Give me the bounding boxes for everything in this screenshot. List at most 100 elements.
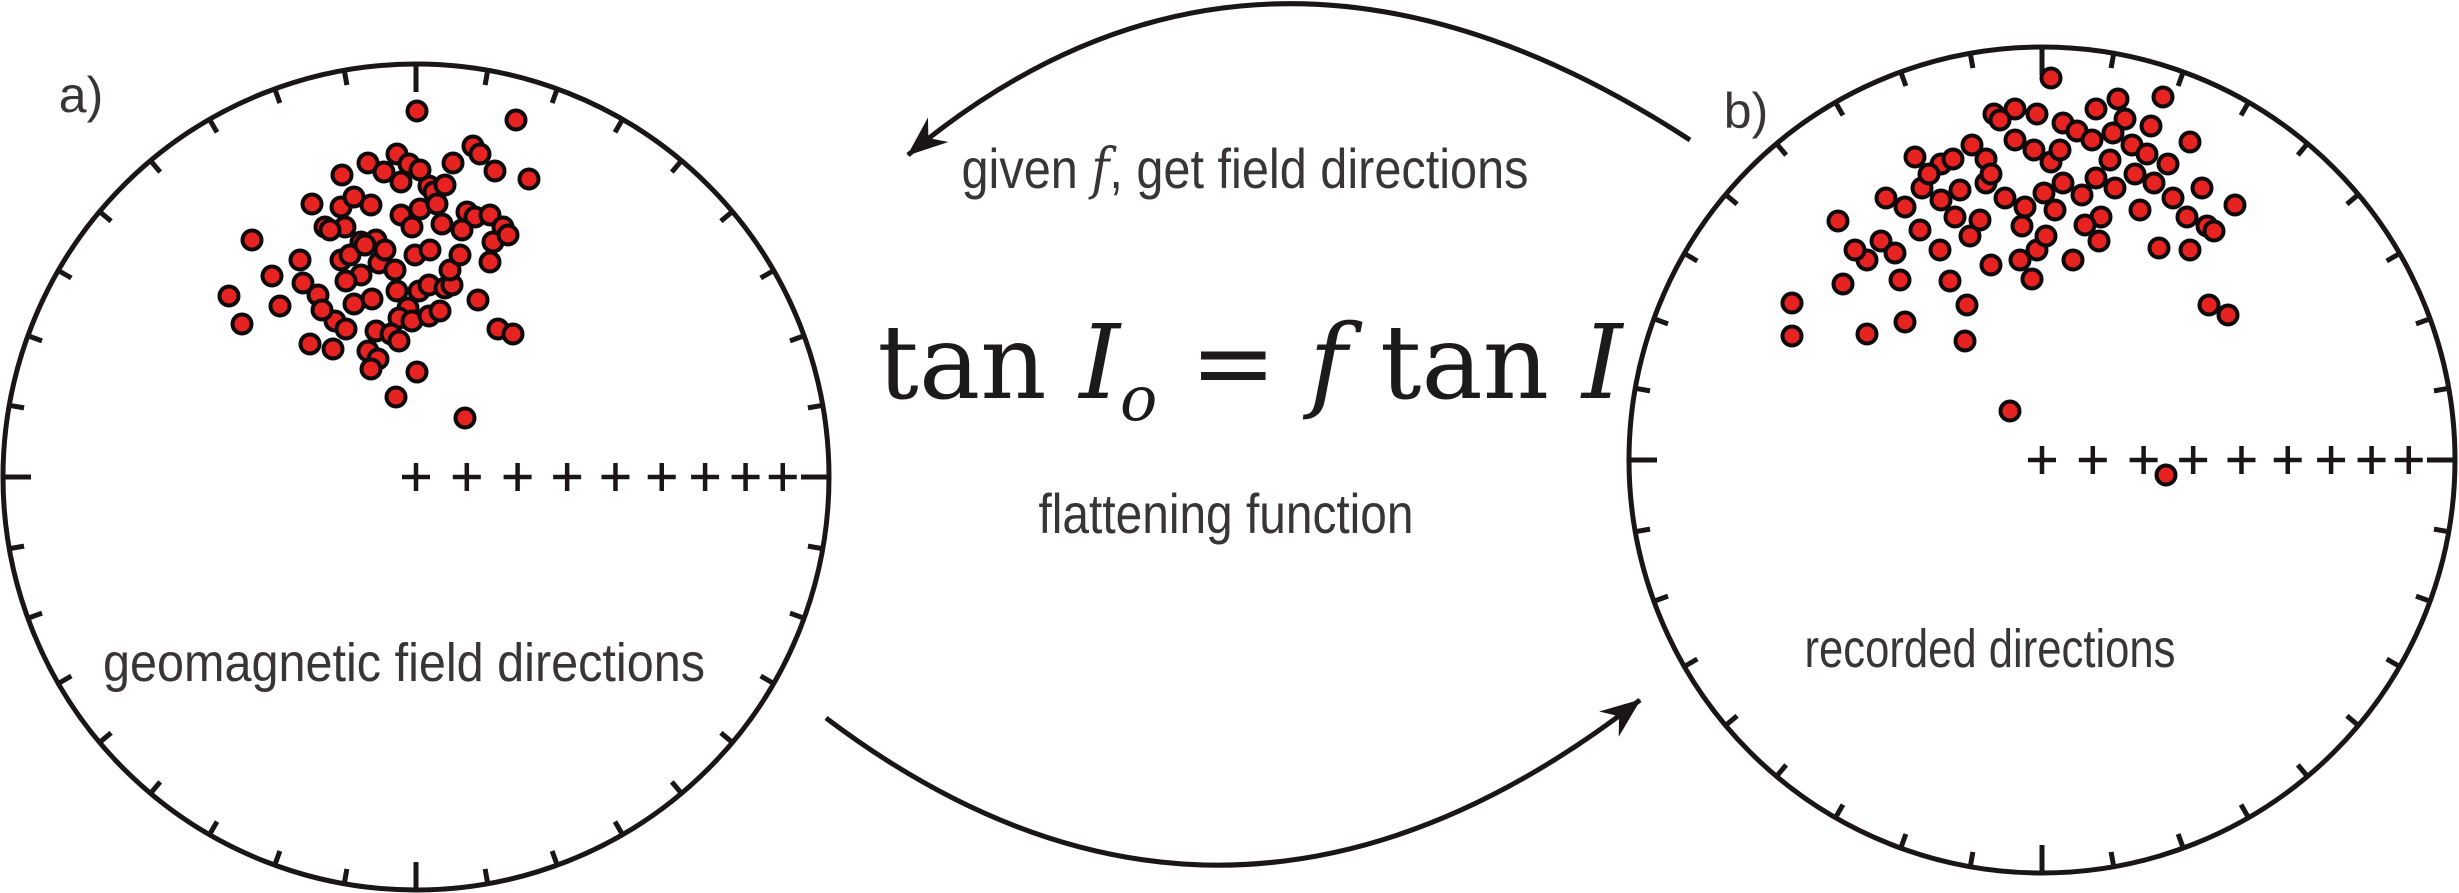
data-point	[2098, 148, 2122, 172]
data-point	[359, 357, 383, 381]
data-point	[450, 218, 474, 242]
data-point	[300, 192, 324, 216]
data-point	[334, 317, 358, 341]
rim-tick	[1724, 192, 1739, 207]
data-point	[1993, 186, 2017, 210]
rim-tick	[482, 69, 491, 86]
inclination-subscript: o	[1120, 362, 1157, 435]
rim-tick	[1634, 385, 1651, 394]
rim-tick	[2238, 803, 2251, 819]
data-point	[468, 142, 492, 166]
data-point	[1953, 329, 1977, 353]
rim-tick	[207, 118, 220, 134]
rim-tick	[148, 159, 163, 174]
rim-tick	[2295, 763, 2310, 778]
data-point	[1893, 310, 1917, 334]
inclination-plus-mark	[691, 463, 720, 491]
flattening-equation: tan Io = f tan I	[877, 303, 1624, 435]
data-point	[2043, 198, 2067, 222]
rim-tick	[1774, 763, 1789, 778]
data-point	[2013, 195, 2037, 219]
inclination-plus-mark	[2227, 446, 2256, 474]
data-point	[2139, 114, 2163, 138]
data-point	[1948, 178, 1972, 202]
data-point	[1893, 195, 1917, 219]
inclination-plus-mark	[452, 463, 481, 491]
data-point	[2106, 87, 2130, 111]
data-point	[2135, 142, 2159, 166]
rim-tick	[2238, 101, 2251, 117]
data-point	[353, 233, 377, 257]
data-point	[2048, 138, 2072, 162]
rim-tick	[148, 780, 163, 795]
rim-tick	[1967, 851, 1976, 868]
data-point	[2084, 97, 2108, 121]
data-point	[2216, 303, 2240, 327]
inclination-plus-mark	[2179, 446, 2208, 474]
rim-tick	[719, 730, 734, 745]
data-point	[1855, 322, 1879, 346]
inclination-plus-mark	[601, 463, 630, 491]
data-point	[418, 238, 442, 262]
rim-tick	[27, 333, 43, 344]
data-point	[2202, 219, 2226, 243]
top-arrow-label: given f, get field directions	[962, 137, 1529, 202]
data-point	[1938, 269, 1962, 293]
data-point	[453, 406, 477, 430]
rim-tick	[719, 209, 734, 224]
inclination-plus-mark	[2357, 446, 2386, 474]
data-point	[1888, 268, 1912, 292]
panel-a-label: a)	[59, 67, 103, 123]
data-point	[1780, 291, 1804, 315]
data-point	[2178, 130, 2202, 154]
rim-tick	[27, 610, 43, 621]
equation-caption: flattening function	[1039, 482, 1414, 545]
data-point	[504, 108, 528, 132]
inclination-plus-mark	[647, 463, 676, 491]
rim-tick	[272, 88, 283, 104]
data-point	[389, 170, 413, 194]
rim-tick	[2385, 251, 2401, 264]
data-point	[1883, 241, 1907, 265]
data-point	[268, 294, 292, 318]
data-point	[2197, 293, 2221, 317]
rim-tick	[789, 333, 805, 344]
data-point	[2008, 248, 2032, 272]
data-point	[2190, 176, 2214, 200]
rim-tick	[2433, 385, 2450, 394]
data-point	[2147, 236, 2171, 260]
rim-tick	[549, 88, 560, 104]
inclination-plus-mark	[402, 463, 430, 491]
data-point	[2142, 171, 2166, 195]
inclination-plus-mark	[2129, 446, 2158, 474]
rim-tick	[1634, 526, 1651, 535]
data-point	[1903, 145, 1927, 169]
rim-tick	[549, 850, 560, 866]
data-point	[1941, 147, 1965, 171]
data-point	[1826, 209, 1850, 233]
data-point	[1979, 253, 2003, 277]
rim-tick	[669, 780, 684, 795]
data-point	[260, 264, 284, 288]
data-point	[2223, 193, 2247, 217]
rim-tick	[612, 118, 625, 134]
data-point	[1869, 229, 1893, 253]
rim-tick	[1724, 713, 1739, 728]
rim-tick	[2175, 833, 2186, 849]
rim-tick	[807, 543, 824, 552]
data-point	[2113, 107, 2137, 131]
data-point	[2128, 198, 2152, 222]
data-point	[2020, 267, 2044, 291]
data-point	[1780, 324, 1804, 348]
rim-tick	[1898, 71, 1909, 87]
data-point	[291, 271, 315, 295]
data-point	[334, 269, 358, 293]
data-point	[2103, 176, 2127, 200]
rim-tick	[2385, 656, 2401, 669]
inclination-plus-mark	[2028, 446, 2056, 474]
data-point	[2034, 224, 2058, 248]
data-point	[1928, 238, 1952, 262]
data-point	[501, 322, 525, 346]
rim-tick	[2415, 593, 2431, 604]
